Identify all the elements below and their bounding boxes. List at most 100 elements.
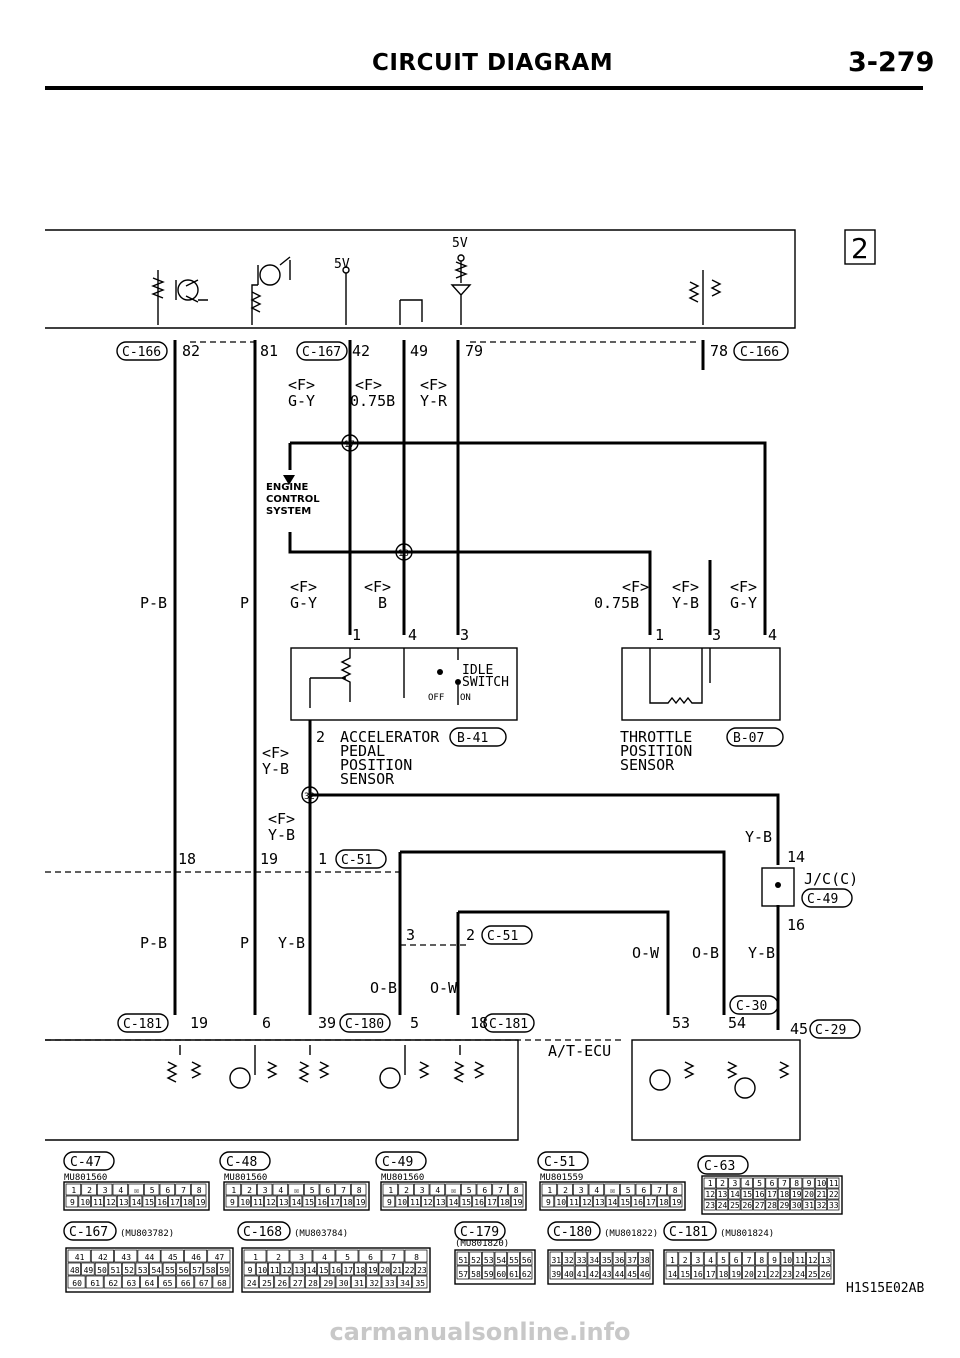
connector-pin-number: 18: [500, 1198, 510, 1207]
connector-pin-number: 3: [732, 1179, 737, 1188]
connector-pin-cell: [476, 1183, 493, 1196]
connector-pin-number: 11: [829, 1179, 839, 1188]
connector-pin-cell: [806, 1265, 819, 1280]
connector-pin-number: 27: [755, 1201, 765, 1210]
connector-pin-cell: [716, 1251, 730, 1266]
wiring: [173, 340, 780, 1030]
connector-pin-cell: [396, 1275, 412, 1289]
connector-pin-number: 19: [368, 1266, 378, 1275]
connector-pin-number: 62: [108, 1279, 118, 1288]
svg-text:79: 79: [465, 342, 483, 360]
svg-text:45: 45: [790, 1020, 808, 1038]
connector-pin-cell: [129, 1195, 143, 1208]
svg-text:C-48: C-48: [226, 1155, 257, 1170]
connector-pin-cell: [638, 1251, 651, 1266]
connector-pin-cell: [793, 1251, 806, 1266]
svg-text:Y-R: Y-R: [420, 392, 448, 410]
connector-pin-cell: [742, 1265, 755, 1280]
connector-pin-cell: [175, 1183, 191, 1196]
connector-pin-number: 42: [589, 1270, 599, 1279]
connector-pin-cell: [814, 1199, 828, 1211]
connector-pin-number: 1: [670, 1256, 675, 1265]
connector-pin-cell: [600, 1265, 613, 1280]
figure-code: H1S15E02AB: [846, 1281, 924, 1296]
connector-pin-cell: [289, 1249, 313, 1263]
connector-pin-cell: [541, 1195, 555, 1208]
connector-pin-cell: [740, 1177, 753, 1189]
connector-pin-cell: [818, 1251, 832, 1266]
connector-pin-number: 29: [780, 1201, 790, 1210]
connector-pin-number: 59: [484, 1270, 494, 1279]
connector-pin-cell: [354, 1262, 367, 1276]
connector-pin-number: 12: [705, 1190, 715, 1199]
connector-pin-number: 3: [579, 1186, 584, 1195]
svg-text:C-166: C-166: [740, 345, 779, 360]
connector-pin-number: 10: [80, 1198, 90, 1207]
connector-pin-number: 16: [157, 1198, 167, 1207]
svg-text:0.75B: 0.75B: [350, 392, 395, 410]
connector-pin-cell: [780, 1251, 794, 1266]
svg-text:14: 14: [787, 848, 805, 866]
connector-pin-cell: [562, 1251, 575, 1266]
connector-pin-cell: [456, 1265, 470, 1280]
connector-pin-cell: [600, 1251, 613, 1266]
connector-pin-number: 65: [163, 1279, 173, 1288]
connector-pin-cell: [777, 1188, 790, 1200]
connector-pin-cell: [492, 1183, 508, 1196]
svg-text:C-30: C-30: [736, 999, 767, 1014]
connector-pin-number: 53: [484, 1256, 494, 1265]
connector-pin-number: 1: [71, 1186, 76, 1195]
connector-pin-cell: [135, 1262, 149, 1276]
connector-pin-number: 41: [577, 1270, 587, 1279]
connector-pin-cell: [716, 1188, 729, 1200]
svg-text:53: 53: [672, 1014, 690, 1032]
connector-pin-cell: [319, 1183, 336, 1196]
connector-pin-cell: [203, 1262, 217, 1276]
connector-pin-cell: [184, 1249, 208, 1263]
connector-pin-cell: [241, 1183, 257, 1196]
connector-pin-cell: [485, 1195, 498, 1208]
svg-text:C-181: C-181: [669, 1225, 708, 1240]
wire-labels: <F> G-Y <F> 0.75B <F> Y-R P-B P <F> G-Y …: [140, 376, 775, 997]
connector-pin-number: 45: [168, 1253, 178, 1262]
tcu-right-box: [631, 1039, 801, 1141]
engine-control-line3: SYSTEM: [266, 506, 311, 517]
svg-text:18: 18: [178, 850, 196, 868]
aps-pin-3: 3: [460, 626, 469, 644]
tps-pin-1: 1: [655, 626, 664, 644]
connector-pin-cell: [574, 1265, 588, 1280]
svg-text:(MU801820): (MU801820): [455, 1239, 509, 1249]
connector-pin-number: 21: [392, 1266, 402, 1275]
connector-pin-number: 43: [121, 1253, 131, 1262]
connector-pin-number: 9: [772, 1256, 777, 1265]
connector-pin-number: 11: [270, 1266, 280, 1275]
svg-text:2: 2: [466, 926, 475, 944]
connector-pin-number: 9: [70, 1198, 75, 1207]
connector-pin-number: 13: [595, 1198, 605, 1207]
connector-pin-number: 67: [199, 1279, 209, 1288]
connector-pin-cell: [580, 1195, 593, 1208]
connector-pin-number: 26: [742, 1201, 752, 1210]
connector-pin-cell: [121, 1262, 136, 1276]
connector-pin-number: 4: [322, 1253, 327, 1262]
svg-text:P: P: [240, 934, 249, 952]
connector-pin-number: 13: [436, 1198, 446, 1207]
connector-pin-number: 4: [435, 1186, 440, 1195]
connector-pin-number: 63: [127, 1279, 137, 1288]
connector-pin-cell: [790, 1199, 803, 1211]
connector-pin-number: 8: [414, 1253, 419, 1262]
connector-pin-number: 12: [282, 1266, 292, 1275]
connector-pin-number: 11: [93, 1198, 103, 1207]
connector-pin-number: 11: [569, 1198, 579, 1207]
svg-text:42: 42: [352, 342, 370, 360]
connector-pin-cell: [507, 1265, 520, 1280]
connector-pin-cell: [469, 1265, 482, 1280]
connector-pin-cell: [549, 1251, 562, 1266]
connector-pin-cell: [225, 1195, 239, 1208]
connector-pin-cell: [116, 1195, 130, 1208]
connector-pin-number: 34: [589, 1256, 599, 1265]
connector-pin-cell: [158, 1275, 177, 1289]
connector-pin-number: 14: [132, 1198, 142, 1207]
connector-pin-cell: [137, 1249, 161, 1263]
connector-pin-cell: [574, 1251, 588, 1266]
